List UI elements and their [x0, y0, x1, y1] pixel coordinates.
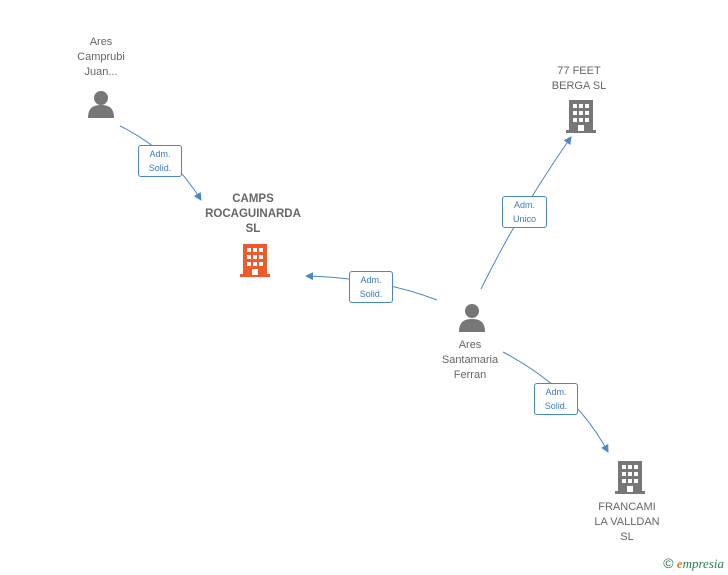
edge-badge-line: Adm.: [149, 149, 171, 159]
node-label-line: Ares: [458, 339, 482, 351]
edge-badge-line: Solid.: [148, 163, 172, 173]
person-icon[interactable]: [459, 304, 485, 332]
edge-badge-line: Adm.: [513, 200, 535, 210]
node-label-line: Ares: [89, 36, 113, 48]
node-label-line: Camprubi: [77, 51, 125, 63]
node-label-line: Juan...: [84, 66, 118, 78]
node-label-line: ROCAGUINARDA: [205, 208, 301, 220]
node-label-line: FRANCAMI: [598, 501, 656, 513]
edge-badge-adm-unico[interactable]: Adm. Unico: [502, 196, 547, 228]
edge-badge-adm-solid[interactable]: Adm. Solid.: [349, 271, 393, 303]
node-label-line: BERGA SL: [551, 80, 607, 92]
node-label-line: 77 FEET: [557, 65, 601, 77]
node-label-77-feet-berga[interactable]: 77 FEET BERGA SL: [534, 64, 624, 94]
node-label-line: Ferran: [453, 369, 487, 381]
brand-initial: e: [676, 556, 683, 571]
brand-name: mpresia: [682, 556, 724, 571]
edge-badge-line: Adm.: [360, 275, 382, 285]
edge-badge-line: Solid.: [544, 401, 568, 411]
edge-badge-line: Adm.: [545, 387, 567, 397]
edge-badge-adm-solid[interactable]: Adm. Solid.: [534, 383, 578, 415]
building-icon[interactable]: [615, 461, 645, 494]
building-icon[interactable]: [240, 244, 270, 277]
edge-badge-adm-solid[interactable]: Adm. Solid.: [138, 145, 182, 177]
node-label-camps-rocaguinarda[interactable]: CAMPS ROCAGUINARDA SL: [192, 192, 314, 237]
edge-badge-line: Solid.: [359, 289, 383, 299]
node-label-line: SL: [620, 531, 634, 543]
node-label-ares-santamaria[interactable]: Ares Santamaria Ferran: [425, 338, 515, 383]
copyright-icon: ©: [663, 555, 674, 571]
empresia-watermark: © empresia: [663, 555, 724, 572]
node-label-line: SL: [245, 223, 261, 235]
node-label-ares-camprubi[interactable]: Ares Camprubi Juan...: [56, 35, 146, 80]
person-icon[interactable]: [88, 91, 114, 118]
node-label-line: Santamaria: [441, 354, 499, 366]
building-icon[interactable]: [566, 100, 596, 133]
node-label-francami[interactable]: FRANCAMI LA VALLDAN SL: [582, 500, 672, 545]
node-label-line: LA VALLDAN: [594, 516, 660, 528]
node-label-line: CAMPS: [232, 193, 274, 205]
edge-badge-line: Unico: [512, 214, 536, 224]
